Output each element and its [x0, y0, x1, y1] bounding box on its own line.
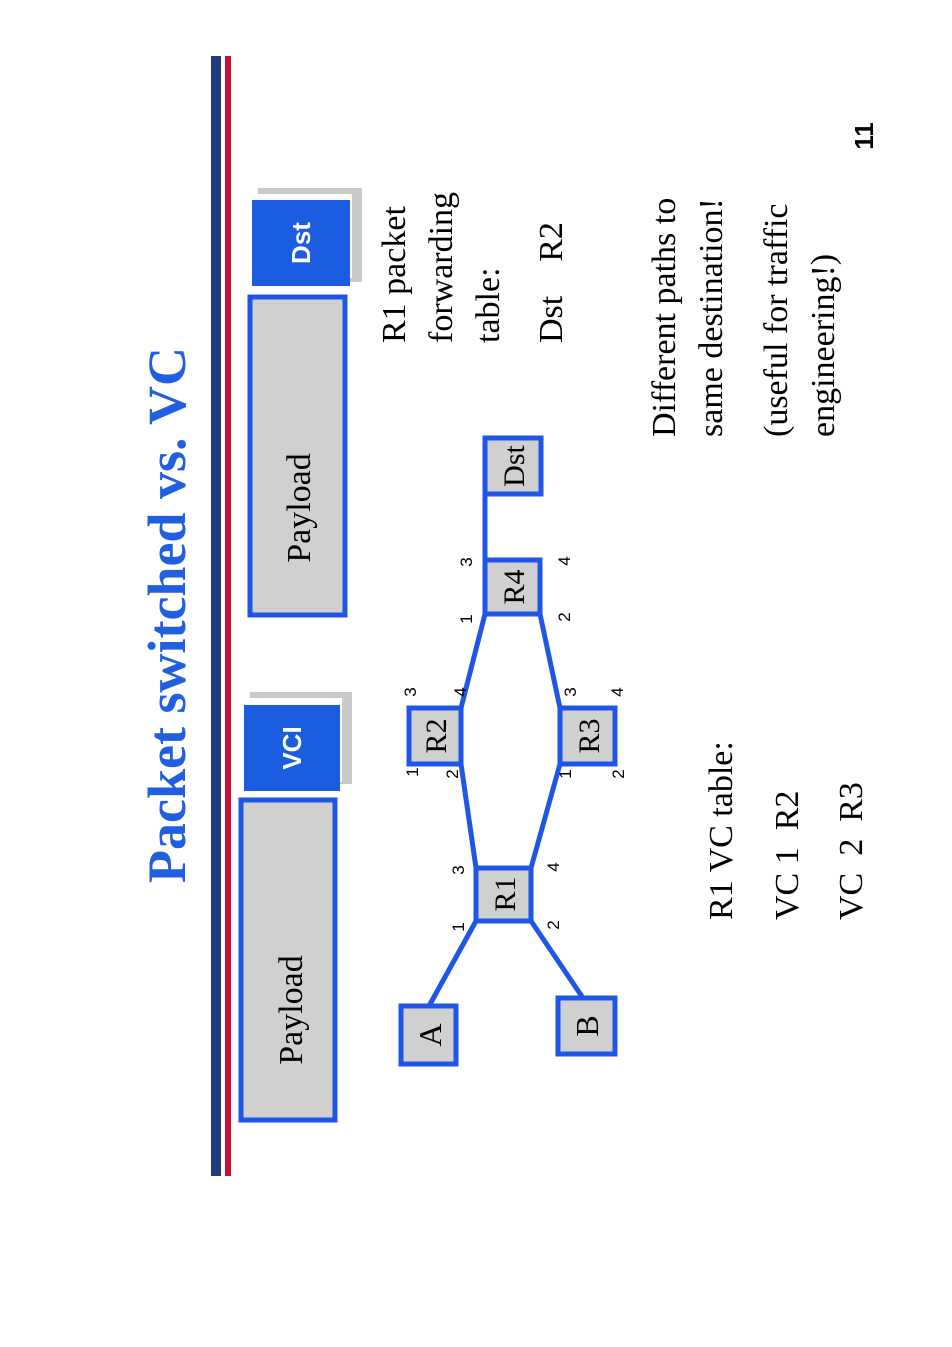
link-a-r1 [426, 919, 479, 1008]
node-r3: R3 [557, 705, 618, 767]
port-r2-3: 3 [401, 687, 420, 696]
node-r4-label: R4 [498, 569, 531, 604]
port-r1-1: 1 [449, 922, 468, 931]
port-r3-3: 3 [561, 687, 580, 696]
page-number: 11 [849, 122, 879, 150]
red-accent-bar [225, 56, 231, 1176]
vc-table-row-1: VC 1 R2 [769, 791, 806, 920]
node-r2: R2 [406, 705, 464, 767]
node-r4: R4 [482, 557, 543, 617]
node-r3-label: R3 [573, 718, 606, 753]
vci-header-label: VCI [277, 726, 307, 769]
port-r2-2: 2 [443, 769, 462, 778]
vc-table-row-2: VC 2 R3 [833, 782, 870, 920]
node-b: B [555, 995, 618, 1057]
link-r1-r3 [528, 763, 563, 869]
link-b-r1 [528, 919, 586, 1000]
node-a-label: A [412, 1023, 448, 1046]
node-r1-label: R1 [489, 876, 522, 911]
node-r2-label: R2 [420, 718, 453, 753]
port-r2-4: 4 [451, 687, 470, 696]
node-a: A [398, 1003, 459, 1067]
port-r3-2: 2 [609, 769, 628, 778]
port-r4-3: 3 [457, 557, 476, 566]
fwd-table-line-2: forwarding [423, 192, 460, 343]
port-labels: 1 3 2 4 1 2 3 4 1 2 3 4 1 3 2 4 [401, 556, 628, 931]
port-r3-1: 1 [556, 769, 575, 778]
link-r1-r2 [458, 763, 479, 869]
vc-payload-box [238, 797, 338, 1123]
dst-header-box [252, 200, 350, 286]
link-r3-r4 [537, 613, 563, 709]
node-dst-label: Dst [498, 445, 531, 487]
fwd-table-row-1: Dst R2 [533, 222, 570, 343]
port-r4-4: 4 [555, 556, 574, 565]
navy-accent-bar [211, 56, 221, 1176]
notes: Different paths to same destination! (us… [646, 198, 842, 437]
fwd-table-line-1: R1 packet [376, 206, 413, 343]
vc-payload-label: Payload [273, 955, 310, 1065]
port-r4-1: 1 [457, 614, 476, 623]
slide-title: Packet switched vs. VC [137, 347, 197, 883]
fwd-table-line-3: table: [470, 267, 507, 343]
port-r1-3: 3 [449, 865, 468, 874]
link-r2-r4 [458, 613, 488, 709]
port-r2-1: 1 [403, 767, 422, 776]
note-line-3: (useful for traffic [758, 204, 795, 437]
pkt-payload-box [247, 294, 348, 618]
vc-table-title: R1 VC table: [703, 741, 740, 920]
note-line-2: same destination! [693, 198, 730, 437]
port-r1-4: 4 [544, 862, 563, 871]
forwarding-table: R1 packet forwarding table: Dst R2 [376, 192, 570, 343]
pkt-payload-label: Payload [281, 453, 318, 563]
node-b-label: B [569, 1015, 605, 1036]
note-line-4: engineering!) [805, 254, 842, 437]
node-r1: R1 [473, 865, 534, 924]
note-line-1: Different paths to [646, 198, 683, 437]
network-links [426, 494, 586, 1008]
port-r1-2: 2 [544, 920, 563, 929]
node-dst: Dst [482, 435, 544, 497]
dst-header-label: Dst [286, 222, 316, 264]
vc-table: R1 VC table: VC 1 R2 VC 2 R3 [703, 741, 870, 920]
vci-header-box [244, 705, 340, 791]
port-r4-2: 2 [555, 612, 574, 621]
port-r3-4: 4 [608, 687, 627, 696]
